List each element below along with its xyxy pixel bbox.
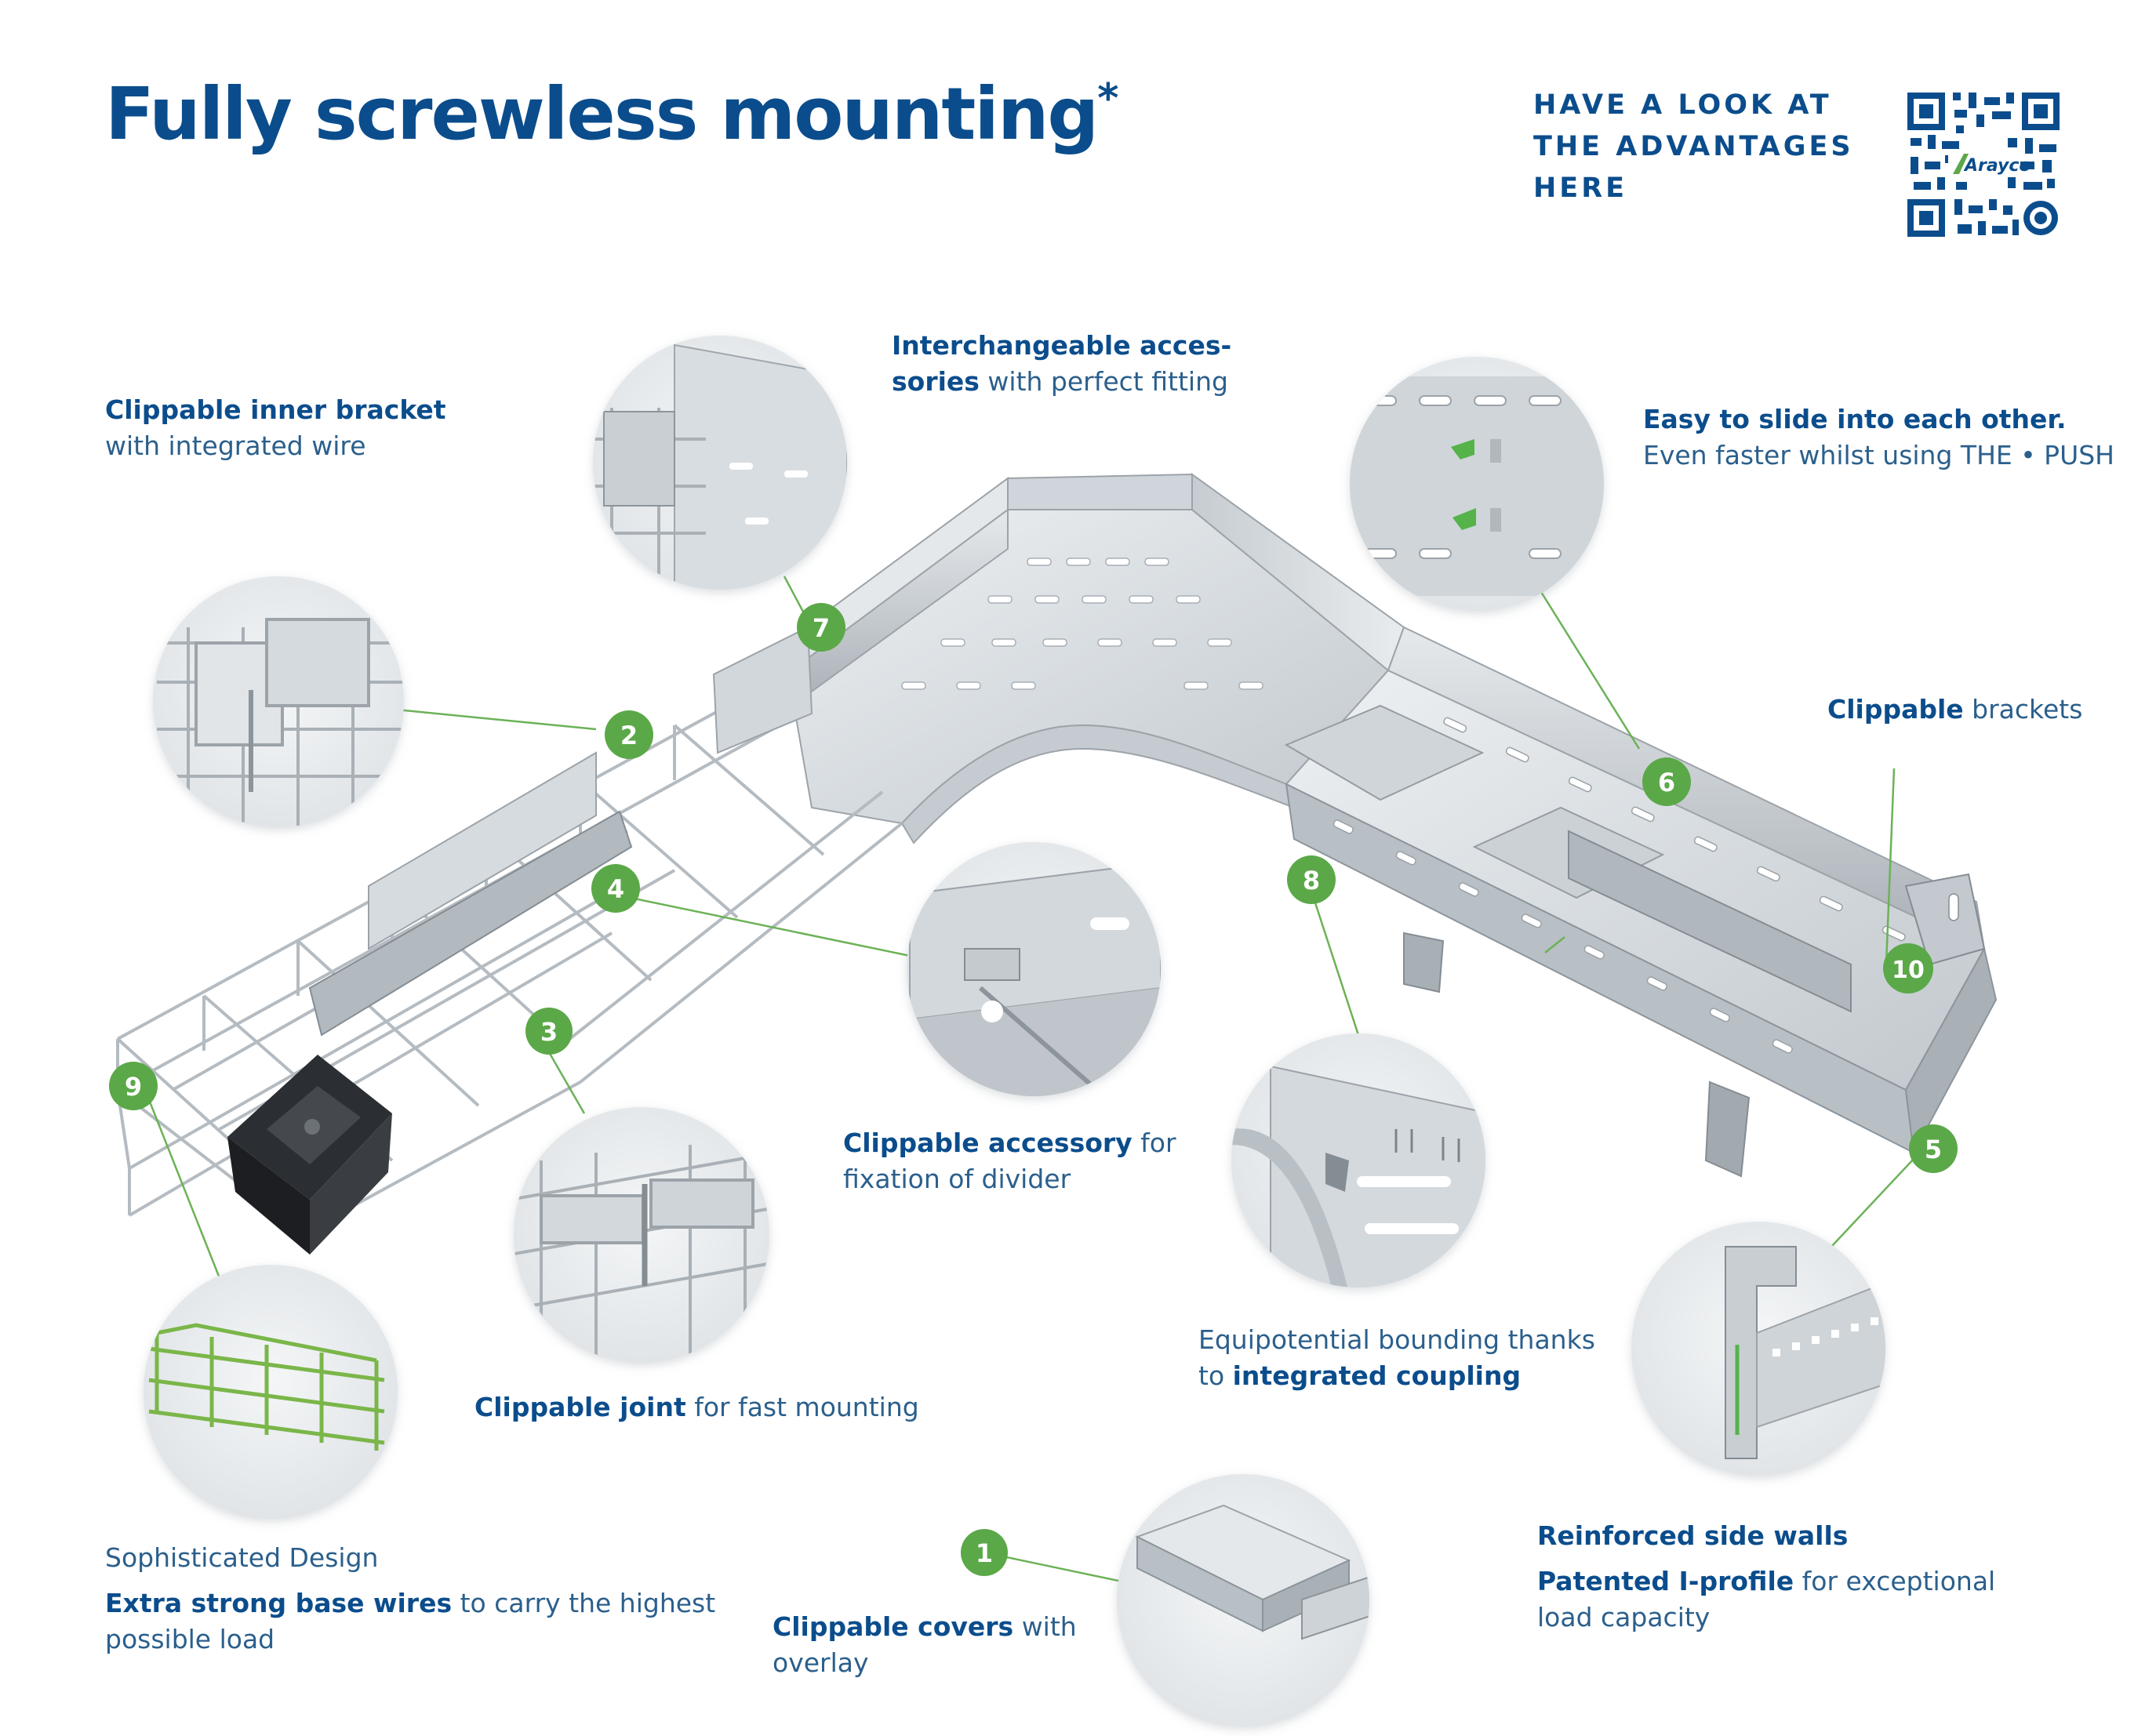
callout-base-wires: Sophisticated Design Extra strong base w… (105, 1540, 715, 1658)
qr-finder-bottom-left-icon (1907, 199, 1945, 237)
right-tray-slots (1333, 717, 1906, 1054)
callout-4-bold: Clippable accessory (843, 1128, 1133, 1158)
callout-8-bold2: integrated coupling (1232, 1360, 1522, 1391)
qr-brand-text: Arayco (1963, 156, 2031, 176)
detail-circle-joint (514, 1107, 769, 1363)
marker-7-label: 7 (813, 613, 830, 643)
marker-7[interactable]: 7 (797, 603, 845, 652)
right-tray-divider (1568, 830, 1852, 1013)
qr-code[interactable]: Arayco (1904, 89, 2061, 238)
detail-circle-slide-connection (1350, 357, 1604, 611)
qr-finder-bottom-right-icon (2023, 201, 2058, 235)
junction-box (227, 1055, 392, 1255)
callout-4-line2: fixation of divider (843, 1164, 1071, 1194)
leader-lines (144, 576, 1914, 1585)
callout-2-line2: with integrated wire (105, 430, 366, 461)
qr-finder-top-left-icon (1907, 93, 1945, 130)
bend-floor-slots (901, 557, 1263, 690)
callout-9-line1: Sophisticated Design (105, 1542, 379, 1573)
callout-brackets: Clippable brackets (1827, 692, 2082, 728)
callout-8-line1: Equipotential bounding thanks (1198, 1324, 1595, 1355)
callout-1-bold: Clippable covers (773, 1611, 1014, 1642)
bend-back-wall-center (1007, 473, 1193, 510)
detail-circle-base-wires (144, 1265, 398, 1519)
callout-coupling: Equipotential bounding thanks to integra… (1198, 1322, 1595, 1394)
marker-10-label: 10 (1892, 957, 1925, 984)
qr-line-2: THE ADVANTAGES (1533, 131, 1854, 162)
callout-joint: Clippable joint for fast mounting (474, 1389, 919, 1425)
callout-2-bold: Clippable inner bracket (105, 394, 446, 425)
support-leg-2 (1403, 932, 1445, 993)
callout-7-bold2: sories (892, 366, 980, 397)
callout-9-bold2: Extra strong base wires (105, 1588, 453, 1618)
support-leg (1704, 1080, 1751, 1178)
marker-1-label: 1 (976, 1538, 993, 1568)
marker-3[interactable]: 3 (525, 1008, 573, 1055)
callout-3-bold: Clippable joint (474, 1392, 686, 1422)
callout-5-bold: Reinforced side walls (1537, 1520, 1849, 1551)
marker-2[interactable]: 2 (605, 710, 653, 759)
detail-circle-accessories (593, 336, 847, 590)
right-tray-end-wall (1904, 946, 1998, 1156)
callout-side-walls: Reinforced side walls Patented I-profile… (1537, 1518, 1995, 1636)
callout-covers: Clippable covers with overlay (773, 1609, 1077, 1681)
callout-slide-connection: Easy to slide into each other. Even fast… (1643, 401, 2114, 474)
detail-circle-inner-bracket (153, 576, 404, 827)
qr-logo: Arayco (1948, 152, 2031, 176)
coupling-plate (1284, 704, 1485, 801)
qr-line-3: HERE (1533, 173, 1628, 204)
mesh-side-plate (368, 751, 597, 950)
marker-2-label: 2 (620, 721, 638, 750)
qr-finder-top-right-icon (2022, 93, 2060, 130)
clippable-bracket (1904, 873, 1986, 966)
callout-9-line3: possible load (105, 1624, 275, 1654)
title-asterisk: * (1097, 75, 1118, 122)
callout-6-bold: Easy to slide into each other. (1643, 404, 2067, 434)
callout-5-rest2: for exceptional (1794, 1566, 1996, 1596)
callout-1-rest: with (1013, 1611, 1077, 1642)
detail-circle-side-walls (1631, 1222, 1885, 1476)
detail-circle-coupling (1231, 1033, 1485, 1287)
marker-6-label: 6 (1658, 768, 1675, 797)
callout-5-line3: load capacity (1537, 1602, 1711, 1632)
marker-9-label: 9 (125, 1072, 142, 1102)
marker-8-label: 8 (1303, 866, 1320, 895)
marker-4[interactable]: 4 (591, 864, 640, 913)
mesh-corner-plate (712, 626, 813, 754)
callout-8-pre2: to (1198, 1360, 1233, 1391)
page-title-text: Fully screwless mounting (105, 72, 1099, 156)
marker-4-label: 4 (607, 874, 624, 904)
callout-divider-accessory: Clippable accessory for fixation of divi… (843, 1125, 1176, 1197)
detail-circle-covers (1117, 1474, 1369, 1727)
cable-tray-illustration (116, 473, 1998, 1255)
callout-4-rest: for (1132, 1128, 1176, 1158)
callout-1-line2: overlay (773, 1647, 869, 1678)
page-title: Fully screwless mounting* (105, 72, 1119, 156)
marker-8[interactable]: 8 (1287, 855, 1336, 904)
callout-7-rest2: with perfect fitting (979, 366, 1228, 397)
marker-1[interactable]: 1 (961, 1529, 1008, 1576)
callout-5-bold2: Patented I-profile (1537, 1566, 1794, 1596)
marker-3-label: 3 (540, 1017, 558, 1047)
green-clip-icon (1451, 439, 1476, 530)
callout-10-rest: brackets (1963, 694, 2083, 725)
callout-10-bold: Clippable (1827, 694, 1964, 725)
callout-9-rest2: to carry the highest (452, 1588, 716, 1618)
callout-7-bold: Interchangeable acces- (892, 330, 1232, 361)
callout-3-rest: for fast mounting (685, 1392, 919, 1422)
marker-6[interactable]: 6 (1642, 757, 1691, 806)
marker-5[interactable]: 5 (1909, 1124, 1958, 1173)
mesh-center-divider (308, 810, 633, 1037)
qr-modules (1911, 93, 2056, 235)
marker-10[interactable]: 10 (1883, 943, 1933, 993)
callout-inner-bracket: Clippable inner bracket with integrated … (105, 392, 446, 464)
marker-5-label: 5 (1925, 1135, 1942, 1164)
qr-call-to-action[interactable]: HAVE A LOOK AT THE ADVANTAGES HERE (1533, 85, 1854, 209)
marker-9[interactable]: 9 (109, 1062, 158, 1110)
callout-accessories: Interchangeable acces- sories with perfe… (892, 328, 1231, 400)
qr-line-1: HAVE A LOOK AT (1533, 89, 1832, 121)
detail-circle-divider-accessory (907, 842, 1161, 1096)
callout-6-line2: Even faster whilst using THE • PUSH (1643, 440, 2114, 470)
